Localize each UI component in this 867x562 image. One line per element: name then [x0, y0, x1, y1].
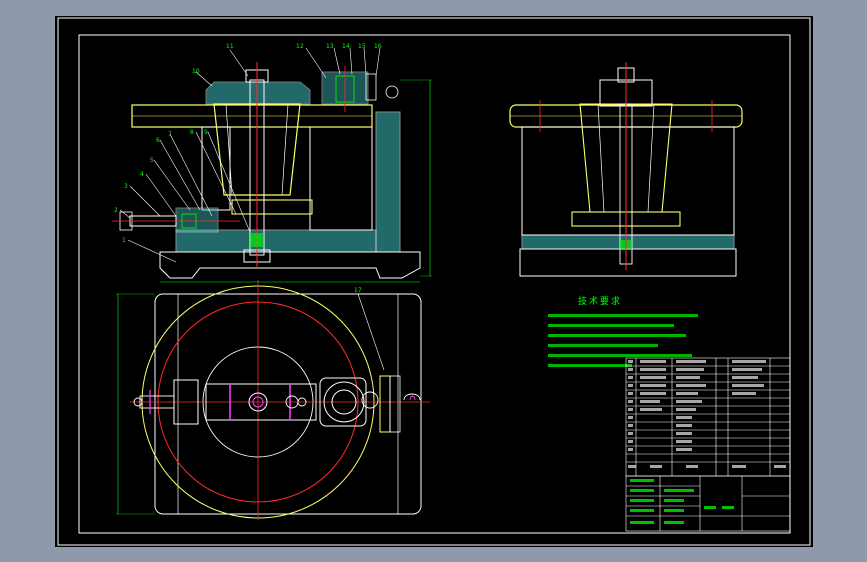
- plan-view: 17: [116, 280, 430, 520]
- callout-10: 10: [192, 68, 200, 75]
- parts-list-rows: [626, 365, 790, 463]
- parts-list: [625, 357, 791, 532]
- callout-11: 11: [226, 43, 234, 50]
- sheet-inner-frame: [78, 34, 791, 534]
- right-support: [375, 111, 401, 253]
- tech-note-line: [548, 324, 674, 327]
- callout-13: 13: [326, 43, 334, 50]
- tech-note-line: [548, 334, 686, 337]
- title-block-marks: [630, 479, 734, 524]
- clamp-top: [205, 81, 311, 105]
- callout-5: 5: [150, 157, 154, 164]
- callout-3: 3: [124, 183, 128, 190]
- callout-14: 14: [342, 43, 350, 50]
- callout-15: 15: [358, 43, 366, 50]
- callout-17: 17: [354, 287, 362, 294]
- callout-8: 8: [190, 129, 194, 136]
- drawing-sheet: [55, 16, 813, 547]
- parts-list-text-marks: [628, 360, 786, 468]
- lower-ring: [231, 199, 313, 215]
- callout-7: 7: [168, 131, 172, 138]
- side-view: [509, 62, 743, 277]
- callout-9: 9: [204, 129, 208, 136]
- base-plate: [175, 229, 377, 253]
- sheet-outer-frame: [57, 17, 811, 546]
- tech-note-line: [548, 364, 632, 367]
- tech-requirements-title: 技术要求: [578, 295, 622, 307]
- tech-note-line: [548, 344, 658, 347]
- callout-6: 6: [156, 137, 160, 144]
- callout-2: 2: [114, 207, 118, 214]
- clamp-bar: [205, 383, 317, 421]
- tech-note-line: [548, 354, 692, 357]
- callout-16: 16: [374, 43, 382, 50]
- tapered-bushing: [213, 103, 301, 196]
- callout-12: 12: [296, 43, 304, 50]
- tech-note-line: [548, 314, 698, 317]
- callout-4: 4: [140, 171, 144, 178]
- front-section-view: 11 12 13 14 15 16 10 9 8 7 6 5 4 3 2 1: [112, 43, 432, 279]
- callout-1: 1: [122, 237, 126, 244]
- body-housing: [201, 126, 231, 211]
- tech-requirements: 技术要求: [548, 295, 698, 367]
- base-foot: [159, 251, 421, 279]
